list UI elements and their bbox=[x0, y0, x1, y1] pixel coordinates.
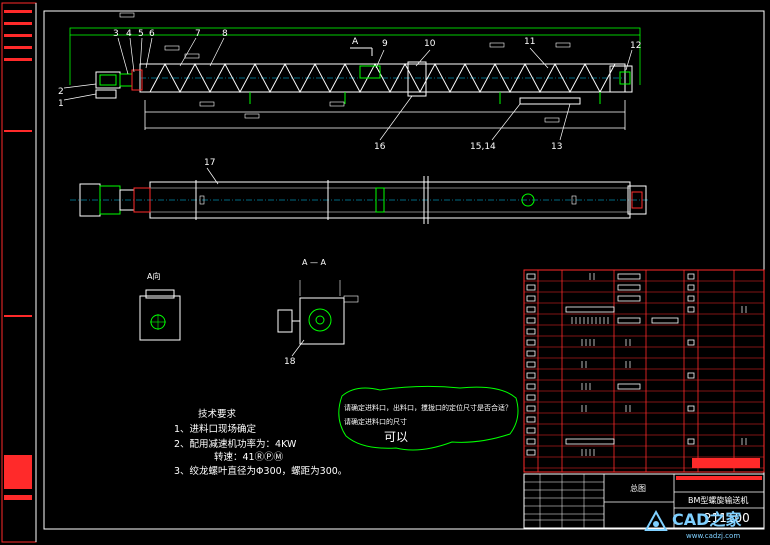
technical-requirements: 技术要求 1、进料口现场确定 2、配用减速机功率为：4KW 转速：41ⓇⓅⓂ 3… bbox=[174, 408, 347, 477]
part-label-2: 2 bbox=[58, 87, 64, 97]
cadzj-watermark: CAD之家 www.cadzj.com bbox=[644, 509, 742, 540]
cloud-note-line-2: 请确定进料口的尺寸 bbox=[344, 417, 407, 426]
part-label-10: 10 bbox=[424, 39, 436, 49]
left-frame-strip bbox=[1, 2, 37, 543]
part-label-5: 5 bbox=[138, 29, 144, 39]
part-label-4: 4 bbox=[126, 29, 132, 39]
part-label-8: 8 bbox=[222, 29, 228, 39]
requirement-2-speed: 转速：41ⓇⓅⓂ bbox=[214, 451, 284, 463]
cadzj-logo-icon bbox=[644, 509, 668, 531]
title-view-name: 总图 bbox=[630, 483, 646, 493]
part-label-15-14: 15,14 bbox=[470, 142, 496, 152]
bom-rows bbox=[524, 280, 764, 469]
title-block: 总图 BM型螺旋输送机 211100 bbox=[523, 473, 765, 529]
requirements-title: 技术要求 bbox=[198, 408, 237, 420]
cloud-note-line-1: 请确定进料口，出料口，搅拢口的定位尺寸是否合适？ bbox=[344, 403, 512, 412]
cloud-note-answer: 可以 bbox=[384, 430, 408, 444]
view-a-label: A向 bbox=[147, 271, 160, 281]
part-label-9: 9 bbox=[382, 39, 388, 49]
end-view-a[interactable]: A向 bbox=[139, 271, 181, 341]
title-product-name: BM型螺旋输送机 bbox=[688, 495, 748, 505]
part-label-13: 13 bbox=[551, 142, 562, 152]
title-drawing-number: 211100 bbox=[704, 511, 750, 525]
section-a-a-view[interactable]: A — A 18 bbox=[277, 258, 359, 367]
part-label-6: 6 bbox=[149, 29, 155, 39]
part-label-17: 17 bbox=[204, 158, 215, 168]
review-cloud-note[interactable]: 请确定进料口，出料口，搅拢口的定位尺寸是否合适？ 请确定进料口的尺寸 可以 bbox=[338, 385, 519, 451]
part-label-16: 16 bbox=[374, 142, 386, 152]
part-label-1: 1 bbox=[58, 99, 64, 109]
elevation-view[interactable]: A 1 2 3 4 5 6 7 8 9 10 11 bbox=[58, 12, 641, 152]
part-label-11: 11 bbox=[524, 37, 535, 47]
watermark-url: www.cadzj.com bbox=[686, 532, 740, 540]
part-label-3: 3 bbox=[113, 29, 119, 39]
section-marker-label: A bbox=[352, 37, 359, 47]
bom-table bbox=[523, 269, 765, 473]
requirement-1: 1、进料口现场确定 bbox=[174, 423, 257, 435]
cadzj-logo-dot-icon bbox=[653, 521, 659, 527]
requirement-3: 3、绞龙螺叶直径为Φ300，螺距为300。 bbox=[174, 465, 347, 477]
requirement-2: 2、配用减速机功率为：4KW bbox=[174, 438, 297, 450]
watermark-brand: CAD之家 bbox=[672, 510, 742, 529]
plan-view[interactable]: 17 bbox=[70, 158, 650, 224]
part-label-18: 18 bbox=[284, 357, 296, 367]
section-a-a-label: A — A bbox=[302, 258, 327, 267]
part-label-7: 7 bbox=[195, 29, 201, 39]
part-label-12: 12 bbox=[630, 41, 641, 51]
